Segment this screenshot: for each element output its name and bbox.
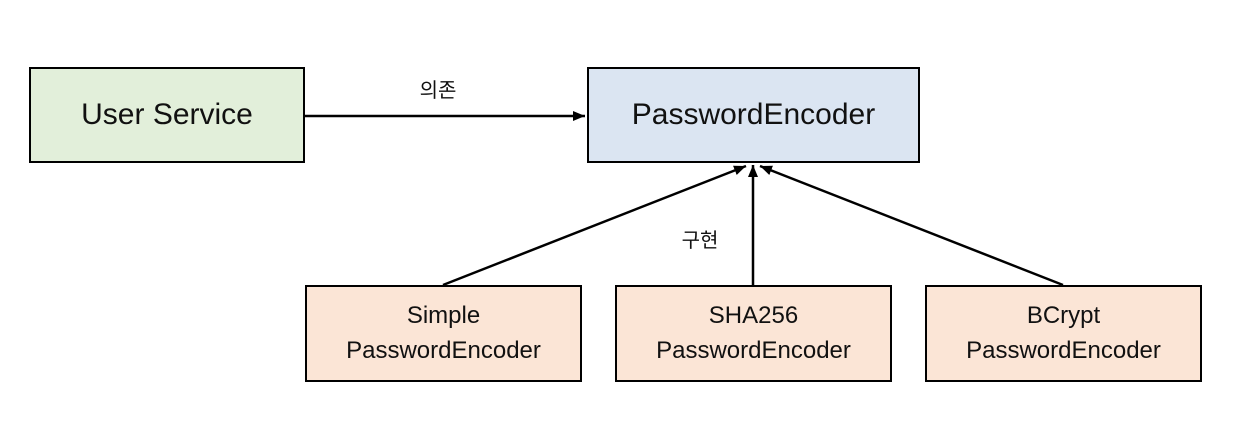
node-bcrypt-password-encoder: BCrypt PasswordEncoder: [925, 285, 1202, 382]
node-simple-password-encoder-line1: Simple: [406, 301, 481, 329]
node-bcrypt-password-encoder-line1: BCrypt: [1026, 301, 1101, 329]
node-sha256-password-encoder: SHA256 PasswordEncoder: [615, 285, 892, 382]
node-simple-password-encoder-line2: PasswordEncoder: [346, 336, 541, 364]
node-bcrypt-password-encoder-line2: PasswordEncoder: [966, 336, 1161, 364]
dependency-edge-label: 의존: [419, 80, 457, 102]
node-password-encoder: PasswordEncoder: [587, 67, 920, 163]
node-sha256-password-encoder-line2: PasswordEncoder: [656, 336, 851, 364]
node-password-encoder-label: PasswordEncoder: [631, 98, 876, 131]
implements-arrow-simple: [442, 164, 747, 287]
node-simple-password-encoder: Simple PasswordEncoder: [305, 285, 582, 382]
node-sha256-password-encoder-line1: SHA256: [708, 301, 799, 329]
node-user-service-label: User Service: [81, 98, 253, 131]
node-user-service: User Service: [29, 67, 305, 163]
implements-arrow-bcrypt: [759, 164, 1064, 287]
implementation-edge-label: 구현: [681, 230, 719, 252]
